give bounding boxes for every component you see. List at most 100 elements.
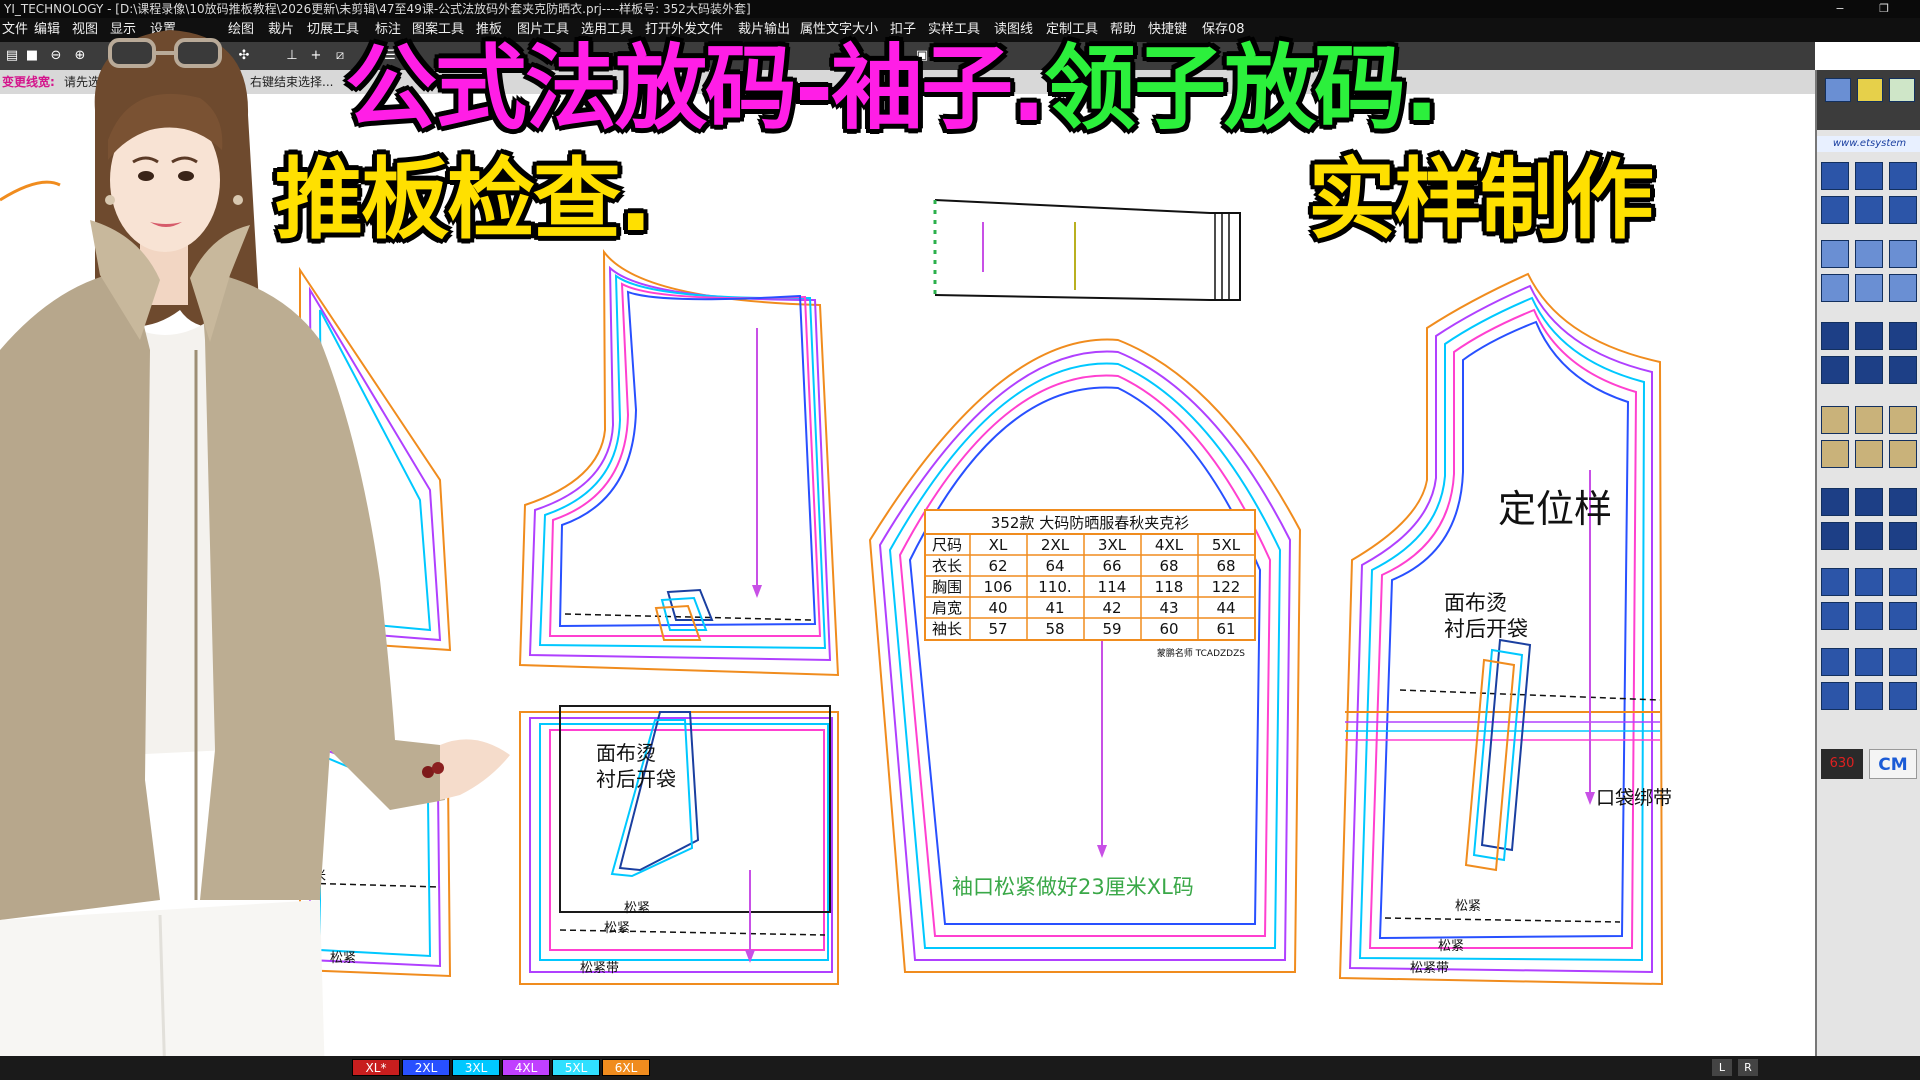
tool-import-icon[interactable]: [1821, 488, 1849, 516]
back-bodice-piece[interactable]: [1338, 272, 1664, 986]
tool-rectangle-icon[interactable]: [1889, 196, 1917, 224]
layer-icon[interactable]: ▣: [891, 48, 905, 63]
menu-item-sample-tools[interactable]: 实样工具: [928, 22, 981, 37]
tool-pen-icon[interactable]: [1821, 682, 1849, 710]
menu-lines-icon[interactable]: ☰: [384, 48, 396, 63]
unit-toggle[interactable]: CM: [1869, 749, 1917, 779]
tool-table-icon[interactable]: [1855, 682, 1883, 710]
tool-lamp-icon[interactable]: [1855, 322, 1883, 350]
tool-bodice-icon[interactable]: [1889, 568, 1917, 596]
size-tab-4xl[interactable]: 4XL: [502, 1059, 550, 1076]
menu-item-custom-tools[interactable]: 定制工具: [1046, 22, 1099, 37]
tool-layout-icon[interactable]: [1889, 648, 1917, 676]
front-lower-piece[interactable]: [519, 705, 839, 985]
add-icon[interactable]: +: [310, 48, 322, 63]
tool-button-icon[interactable]: [1855, 440, 1883, 468]
open-icon[interactable]: ▤: [5, 48, 19, 63]
menu-item-open-external[interactable]: 打开外发文件: [645, 22, 724, 37]
align-icon[interactable]: ⊥: [286, 48, 298, 63]
spec-header-2xl: 2XL: [1041, 536, 1070, 554]
panel-settings-icon[interactable]: [1889, 78, 1915, 102]
menu-item-display[interactable]: 显示: [110, 22, 137, 37]
tool-curve-icon[interactable]: [1855, 162, 1883, 190]
menu-item-save[interactable]: 保存08: [1202, 22, 1245, 37]
menu-item-piece-output[interactable]: 裁片输出: [738, 22, 791, 37]
right-tool-panel: www.etsystem 630 CM: [1815, 70, 1920, 1056]
menu-item-shortcuts[interactable]: 快捷键: [1148, 22, 1188, 37]
tool-sample-icon[interactable]: [1889, 682, 1917, 710]
tool-shape-icon[interactable]: [1889, 240, 1917, 268]
size-tab-2xl[interactable]: 2XL: [402, 1059, 450, 1076]
restore-button[interactable]: ❐: [1879, 2, 1889, 15]
menu-item-digitize[interactable]: 读图线: [994, 22, 1034, 37]
tool-collar-icon[interactable]: [1821, 568, 1849, 596]
panel-view-icon[interactable]: [1825, 78, 1851, 102]
move-icon[interactable]: ✣: [238, 48, 250, 63]
tool-pleat-icon[interactable]: [1855, 406, 1883, 434]
tool-arc-icon[interactable]: [1889, 162, 1917, 190]
menu-item-draw[interactable]: 绘图: [228, 22, 255, 37]
tool-angle-icon[interactable]: [1821, 196, 1849, 224]
size-tab-3xl[interactable]: 3XL: [452, 1059, 500, 1076]
tool-drill-icon[interactable]: [1821, 274, 1849, 302]
zoom-in-icon[interactable]: ⊕: [74, 48, 86, 63]
menu-item-text-size[interactable]: 属性文字大小: [800, 22, 879, 37]
tool-chart-icon[interactable]: [1855, 522, 1883, 550]
menu-item-annotate[interactable]: 标注: [375, 22, 402, 37]
menu-item-help[interactable]: 帮助: [1110, 22, 1137, 37]
diagonal-icon[interactable]: ⧄: [335, 48, 345, 63]
tool-dart-icon[interactable]: [1821, 406, 1849, 434]
tool-grade-icon[interactable]: [1889, 488, 1917, 516]
tool-compare-icon[interactable]: [1889, 522, 1917, 550]
tool-spiral-icon[interactable]: [1889, 322, 1917, 350]
size-tab-xl[interactable]: XL*: [352, 1059, 400, 1076]
tool-fill-icon[interactable]: [1889, 274, 1917, 302]
nav-left-button[interactable]: L: [1712, 1059, 1732, 1076]
panel-image-icon[interactable]: [1857, 78, 1883, 102]
tool-seam-icon[interactable]: [1821, 522, 1849, 550]
menu-item-edit[interactable]: 编辑: [34, 22, 61, 37]
tool-mark-icon[interactable]: [1855, 274, 1883, 302]
tool-sleeve-icon[interactable]: [1855, 602, 1883, 630]
tool-cuff-icon[interactable]: [1889, 602, 1917, 630]
tool-skirt-icon[interactable]: [1855, 568, 1883, 596]
size-tab-5xl[interactable]: 5XL: [552, 1059, 600, 1076]
size-tab-6xl[interactable]: 6XL: [602, 1059, 650, 1076]
menu-item-pieces[interactable]: 裁片: [268, 22, 295, 37]
tool-machine-icon[interactable]: [1821, 322, 1849, 350]
tool-layers-icon[interactable]: [1855, 240, 1883, 268]
tool-fold-icon[interactable]: [1889, 356, 1917, 384]
collar-piece[interactable]: [933, 199, 1241, 301]
minimize-button[interactable]: −: [1835, 2, 1845, 15]
tool-export-icon[interactable]: [1855, 488, 1883, 516]
front-bodice-piece[interactable]: [518, 248, 840, 677]
tool-grid-icon[interactable]: [1855, 196, 1883, 224]
menu-item-image-tools[interactable]: 图片工具: [517, 22, 570, 37]
tool-pin-icon[interactable]: [1821, 440, 1849, 468]
tool-ruler-icon[interactable]: [1889, 440, 1917, 468]
tool-line-icon[interactable]: [1821, 162, 1849, 190]
title-bar: YI_TECHNOLOGY - [D:\课程录像\10放码推板教程\2026更新…: [0, 0, 1920, 18]
tool-scissors-icon[interactable]: [1821, 240, 1849, 268]
tool-hood-icon[interactable]: [1821, 602, 1849, 630]
spec-cell: 59: [1102, 620, 1121, 638]
menu-item-grading[interactable]: 推板: [476, 22, 503, 37]
nav-right-button[interactable]: R: [1738, 1059, 1758, 1076]
menu-item-buttons[interactable]: 扣子: [890, 22, 917, 37]
menu-item-cut-spread[interactable]: 切展工具: [307, 22, 360, 37]
zoom-out-icon[interactable]: ⊖: [50, 48, 62, 63]
tool-pocket-icon[interactable]: [1821, 356, 1849, 384]
tool-marker-icon[interactable]: [1821, 648, 1849, 676]
menu-item-select-tools[interactable]: 选用工具: [581, 22, 634, 37]
save-icon[interactable]: ■: [25, 48, 39, 63]
vendor-url: www.etsystem: [1817, 136, 1920, 152]
tool-warning-icon[interactable]: [1855, 648, 1883, 676]
tool-tag-icon[interactable]: [1855, 356, 1883, 384]
headline-part-1: 公式法放码-袖子.: [345, 35, 1046, 142]
menu-item-file[interactable]: 文件: [2, 22, 29, 37]
layer-two-icon[interactable]: ▣: [915, 48, 929, 63]
menu-item-view[interactable]: 视图: [72, 22, 99, 37]
tool-notch-icon[interactable]: [1889, 406, 1917, 434]
presenter-image: [0, 30, 510, 1080]
menu-item-pattern-tools[interactable]: 图案工具: [412, 22, 465, 37]
